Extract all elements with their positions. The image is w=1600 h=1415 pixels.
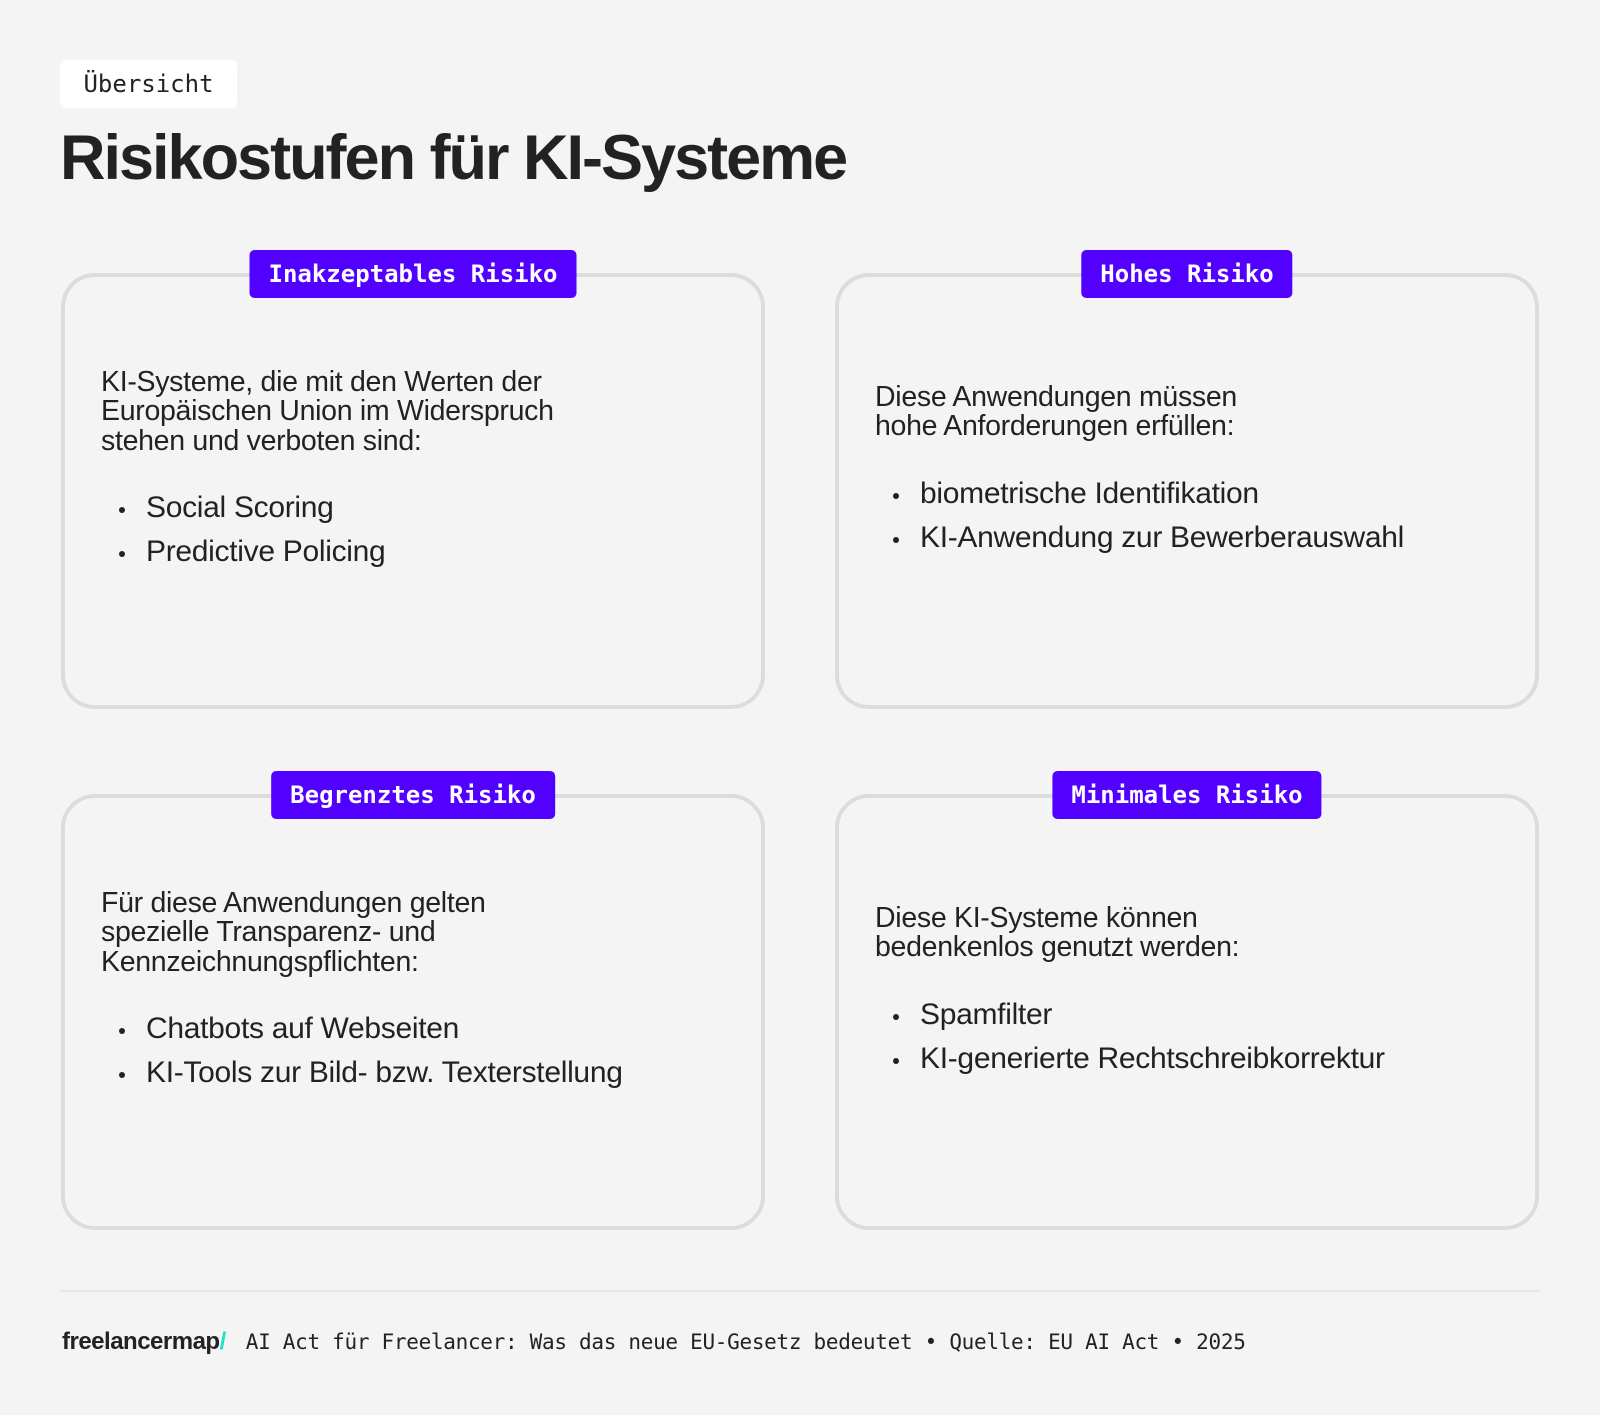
example-list: biometrische Identifikation KI-Anwendung… (875, 472, 1505, 560)
example-list: Chatbots auf Webseiten KI-Tools zur Bild… (101, 1007, 731, 1095)
list-item: biometrische Identifikation (891, 472, 1505, 516)
card-intro: KI-Systeme, die mit den Werten der Europ… (101, 365, 731, 457)
list-item: KI-Anwendung zur Bewerberauswahl (891, 516, 1505, 560)
intro-line: Für diese Anwendungen gelten (101, 886, 486, 919)
intro-line: hohe Anforderungen erfüllen: (875, 410, 1235, 442)
intro-line: Diese KI-Systeme können (875, 901, 1198, 934)
footer: freelancermap/ AI Act für Freelancer: Wa… (62, 1328, 1246, 1356)
list-item: KI-generierte Rechtschreibkorrektur (891, 1037, 1505, 1081)
intro-line: stehen und verboten sind: (101, 424, 422, 457)
intro-line: Diese Anwendungen müssen (875, 380, 1237, 413)
freelancermap-logo: freelancermap/ (62, 1328, 226, 1356)
risk-card-unacceptable: Inakzeptables Risiko KI-Systeme, die mit… (61, 250, 765, 709)
list-item: Chatbots auf Webseiten (117, 1007, 731, 1051)
card-body: Für diese Anwendungen gelten spezielle T… (101, 798, 731, 1226)
card-intro: Diese Anwendungen müssen hohe Anforderun… (875, 380, 1505, 442)
card-intro: Diese KI-Systeme können bedenkenlos genu… (875, 901, 1505, 963)
card-intro: Für diese Anwendungen gelten spezielle T… (101, 886, 731, 978)
intro-line: Europäischen Union im Widerspruch (101, 395, 554, 428)
list-item: Spamfilter (891, 993, 1505, 1037)
risk-card-minimal: Minimales Risiko Diese KI-Systeme können… (835, 771, 1539, 1230)
card-body: Diese Anwendungen müssen hohe Anforderun… (875, 277, 1505, 705)
list-item: Social Scoring (117, 486, 731, 530)
risk-badge: Inakzeptables Risiko (249, 250, 577, 298)
section-tag: Übersicht (60, 60, 237, 108)
footer-source-text: AI Act für Freelancer: Was das neue EU-G… (245, 1330, 1246, 1354)
intro-line: spezielle Transparenz- und (101, 916, 436, 949)
footer-divider (60, 1290, 1540, 1292)
risk-badge: Minimales Risiko (1052, 771, 1322, 819)
intro-line: bedenkenlos genutzt werden: (875, 931, 1240, 963)
risk-badge: Begrenztes Risiko (271, 771, 555, 819)
list-item: KI-Tools zur Bild- bzw. Texterstellung (117, 1051, 731, 1095)
page-title: Risikostufen für KI-Systeme (60, 123, 848, 193)
risk-card-limited: Begrenztes Risiko Für diese Anwendungen … (61, 771, 765, 1230)
example-list: Social Scoring Predictive Policing (101, 486, 731, 574)
card-body: KI-Systeme, die mit den Werten der Europ… (101, 277, 731, 705)
list-item: Predictive Policing (117, 530, 731, 574)
logo-slash-icon: / (219, 1328, 227, 1355)
intro-line: Kennzeichnungspflichten: (101, 945, 419, 978)
card-body: Diese KI-Systeme können bedenkenlos genu… (875, 798, 1505, 1226)
intro-line: KI-Systeme, die mit den Werten der (101, 365, 542, 398)
logo-text: freelancermap (62, 1328, 220, 1355)
risk-card-high: Hohes Risiko Diese Anwendungen müssen ho… (835, 250, 1539, 709)
risk-badge: Hohes Risiko (1081, 250, 1293, 298)
example-list: Spamfilter KI-generierte Rechtschreibkor… (875, 993, 1505, 1081)
